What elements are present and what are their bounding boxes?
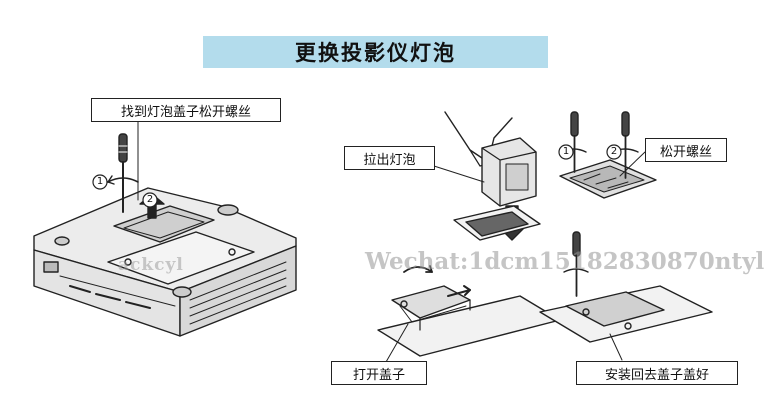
screwdriver-icon [118, 133, 128, 213]
step-1-label-right: 1 [562, 146, 570, 157]
callout-pull-bulb: 拉出灯泡 [344, 146, 435, 170]
step-markers [92, 144, 622, 208]
watermark-text-small: ackcyl [118, 255, 184, 275]
loosen-screw-illustration [559, 111, 657, 199]
step-2-label-right: 2 [610, 146, 618, 157]
diagram-title: 更换投影仪灯泡 [295, 41, 456, 65]
callout-loosen-screw: 松开螺丝 [645, 138, 727, 162]
projector-illustration [33, 121, 297, 337]
watermark-text: Wechat:1dcm15182830870ntyl [365, 248, 764, 275]
step-2-label: 2 [146, 194, 154, 205]
pull-bulb-illustration [433, 111, 541, 241]
callout-install-cover: 安装回去盖子盖好 [576, 361, 738, 385]
callout-find-screw: 找到灯泡盖子松开螺丝 [91, 98, 281, 122]
open-cover-illustration [377, 265, 561, 363]
title-banner: 更换投影仪灯泡 [203, 36, 548, 68]
step-1-label: 1 [96, 176, 104, 187]
install-cover-illustration [539, 231, 713, 361]
callout-open-cover: 打开盖子 [331, 361, 427, 385]
